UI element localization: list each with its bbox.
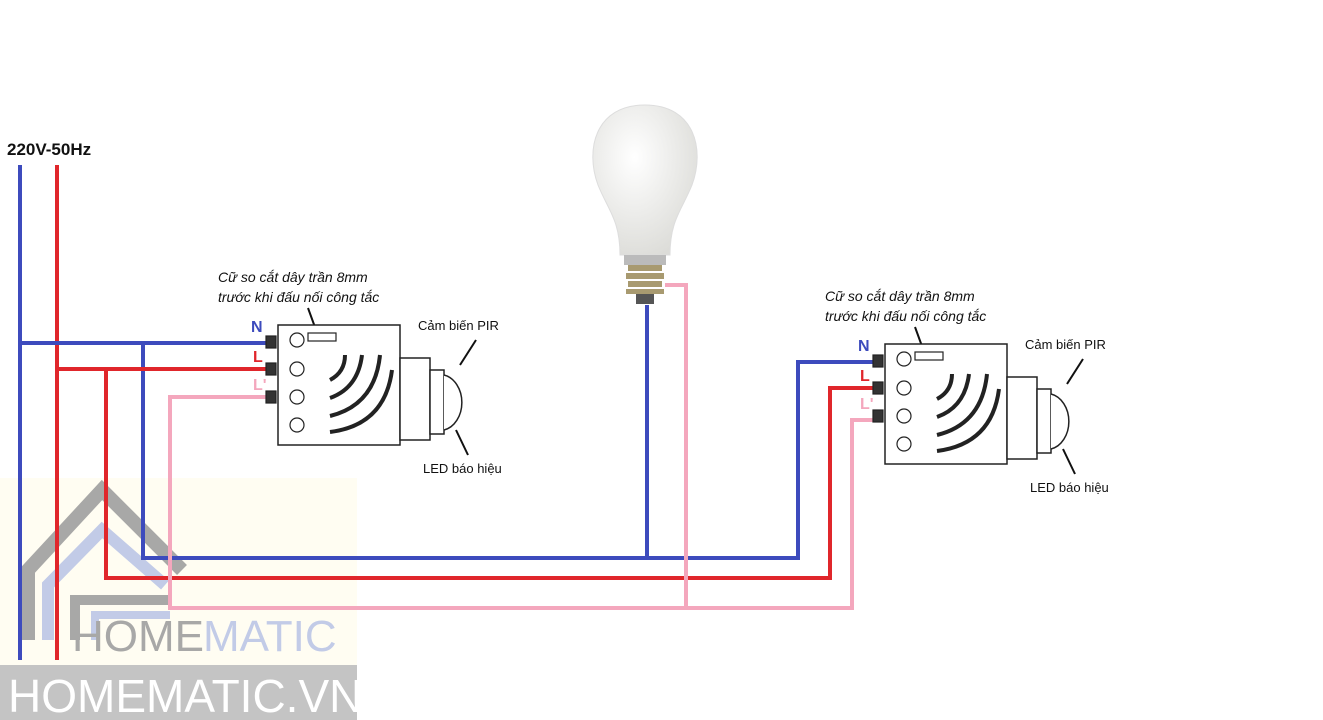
terminal-l-out: [265, 390, 277, 404]
line-wire-to-sensor2: [104, 369, 876, 580]
terminal-l-label: L: [860, 368, 870, 385]
pir-dome: [443, 374, 463, 431]
terminal-l-out-label: L': [860, 396, 874, 413]
strip-length-note-line2: trước khi đấu nối công tắc: [825, 308, 986, 324]
watermark-banner: [0, 665, 357, 720]
pir-sensor-label: Cảm biến PIR: [418, 318, 499, 333]
strip-length-note-line2: trước khi đấu nối công tắc: [218, 289, 379, 305]
neutral-wire-to-sensor2: [141, 343, 876, 560]
light-bulb-icon: [592, 104, 698, 304]
led-indicator-label: LED báo hiệu: [1030, 480, 1109, 495]
switched-wire-lamp: [665, 283, 688, 608]
pir-dome: [1050, 393, 1070, 450]
terminal-l-out-label: L': [253, 377, 267, 394]
homematic-logo: HOME MATIC: [21, 479, 337, 661]
switched-wire-sensor1: [168, 395, 876, 610]
led-indicator-label: LED báo hiệu: [423, 461, 502, 476]
arrow-icon: [1062, 448, 1076, 475]
terminal-n-label: N: [858, 338, 870, 355]
terminal-n: [265, 335, 277, 349]
watermark-banner-text: HOMEMATIC.VN: [8, 670, 362, 720]
vent-slots: [328, 354, 394, 434]
terminal-l: [872, 381, 884, 395]
terminal-l-out: [872, 409, 884, 423]
logo-text-home: HOME: [72, 612, 204, 661]
strip-length-note-line1: Cữ so cắt dây trần 8mm: [825, 288, 975, 304]
pir-sensor-label: Cảm biến PIR: [1025, 337, 1106, 352]
pir-sensor-switch-1: Cữ so cắt dây trần 8mm trước khi đấu nối…: [218, 269, 502, 476]
supply-label: 220V-50Hz: [7, 140, 91, 159]
arrow-icon: [459, 339, 477, 366]
terminal-l-label: L: [253, 349, 263, 366]
terminal-n-label: N: [251, 319, 263, 336]
logo-text-matic: MATIC: [203, 612, 337, 661]
vent-slots: [935, 373, 1001, 453]
pir-sensor-switch-2: Cữ so cắt dây trần 8mm trước khi đấu nối…: [825, 288, 1109, 495]
terminal-n: [872, 354, 884, 368]
terminal-l: [265, 362, 277, 376]
arrow-icon: [455, 429, 469, 456]
strip-length-note-line1: Cữ so cắt dây trần 8mm: [218, 269, 368, 285]
arrow-icon: [1066, 358, 1084, 385]
